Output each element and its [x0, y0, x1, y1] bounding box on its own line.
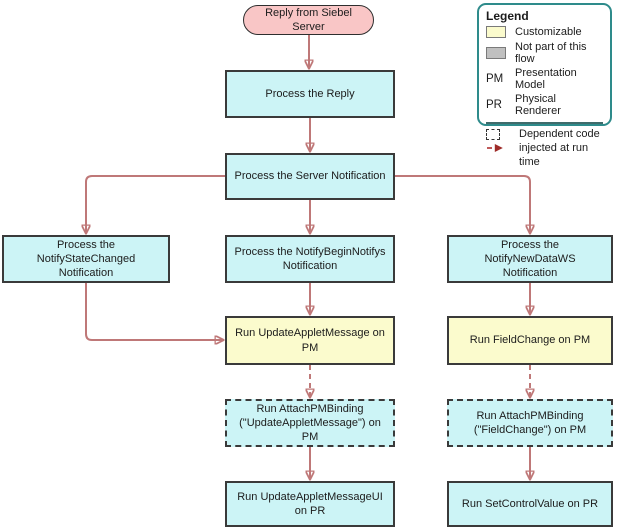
legend-item-not-part-of-flow: Not part of this flow [486, 41, 603, 65]
node-label: Run UpdateAppletMessageUI on PR [237, 490, 383, 517]
dashed-box-icon [486, 129, 500, 140]
legend-item-label: Not part of this flow [515, 41, 587, 65]
node-label: Run AttachPMBinding ("UpdateAppletMessag… [239, 402, 381, 444]
node-attach-pm-binding-field-change: Run AttachPMBinding ("FieldChange") on P… [447, 399, 613, 447]
node-notify-begin-notifys: Process the NotifyBeginNotifys Notificat… [225, 235, 395, 283]
legend-divider [486, 122, 603, 124]
legend-item-label: Physical Renderer [515, 93, 561, 117]
arrow-server-notification-to-notify-new-data-ws [395, 175, 530, 233]
node-label: Process the NotifyBeginNotifys Notificat… [234, 245, 386, 272]
node-run-set-control-value: Run SetControlValue on PR [447, 481, 613, 527]
node-label: Process the Server Notification [234, 170, 386, 183]
node-notify-state-changed: Process the NotifyStateChanged Notificat… [2, 235, 170, 283]
node-label: Run FieldChange on PM [469, 334, 591, 347]
runtime-injected-icons [486, 128, 510, 152]
node-notify-new-data-ws: Process the NotifyNewDataWS Notification [447, 235, 613, 283]
pr-abbreviation: PR [486, 99, 502, 111]
node-label: Reply from Siebel Server [265, 6, 352, 33]
red-dashed-arrow-icon [487, 144, 503, 152]
legend-item-label: Customizable [515, 26, 582, 38]
customizable-swatch [486, 26, 506, 38]
node-label: Process the Reply [265, 87, 355, 100]
legend-item-label: Presentation Model [515, 67, 577, 91]
legend-item-label: Dependent code injected at run time [519, 128, 600, 168]
node-label: Process the NotifyNewDataWS Notification [484, 238, 576, 280]
node-label: Run AttachPMBinding ("FieldChange") on P… [473, 409, 587, 436]
not-part-of-flow-swatch [486, 47, 506, 59]
node-run-update-applet-message-ui: Run UpdateAppletMessageUI on PR [225, 481, 395, 527]
node-label: Run SetControlValue on PR [461, 497, 599, 510]
node-process-server-notification: Process the Server Notification [225, 153, 395, 200]
pm-abbreviation: PM [486, 73, 504, 85]
legend-item-pm: PM Presentation Model [486, 67, 603, 91]
legend-title: Legend [486, 9, 529, 23]
arrow-notify-state-changed-to-update-applet-message [85, 283, 223, 340]
node-label: Run UpdateAppletMessage on PM [235, 327, 385, 354]
node-attach-pm-binding-update-applet-message: Run AttachPMBinding ("UpdateAppletMessag… [225, 399, 395, 447]
arrow-server-notification-to-notify-state-changed [86, 175, 225, 233]
legend-item-pr: PR Physical Renderer [486, 93, 603, 117]
node-process-the-reply: Process the Reply [225, 70, 395, 118]
node-reply-from-siebel-server: Reply from Siebel Server [243, 5, 374, 35]
node-label: Process the NotifyStateChanged Notificat… [36, 238, 136, 280]
legend-item-customizable: Customizable [486, 25, 603, 39]
legend-panel: Legend Customizable Not part of this flo… [477, 3, 612, 168]
node-run-update-applet-message: Run UpdateAppletMessage on PM [225, 316, 395, 365]
legend-item-runtime-injected: Dependent code injected at run time [486, 128, 603, 169]
node-run-field-change: Run FieldChange on PM [447, 316, 613, 365]
